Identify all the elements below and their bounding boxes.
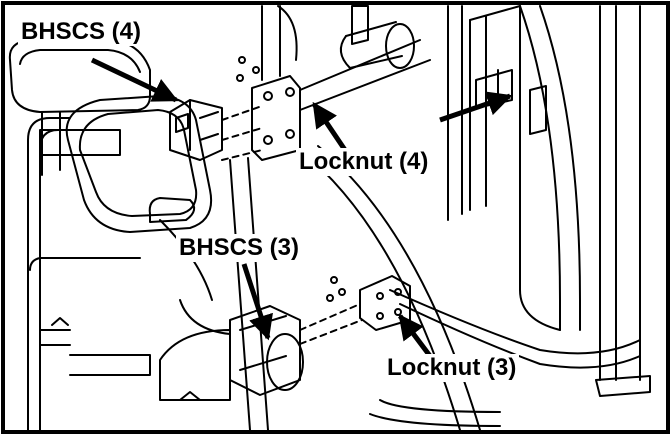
callout-bhscs-bottom: BHSCS (3): [176, 234, 303, 262]
roller-pad: [339, 21, 415, 69]
arrow-locknut-top: [311, 101, 348, 152]
front-leg: [389, 289, 641, 369]
weight-tower: [447, 5, 651, 397]
callout-locknut-top: Locknut (4): [296, 148, 432, 176]
main-frame: [229, 5, 481, 431]
arrow-locknut-bottom: [398, 314, 432, 358]
top-hardware: [221, 56, 263, 161]
arrow-bhscs-bottom: [241, 263, 273, 341]
seat-pad: [65, 95, 212, 233]
arrow-cable: [439, 91, 513, 123]
seat-bracket: [169, 99, 223, 161]
lower-plate: [299, 275, 411, 345]
left-base-frame: [27, 117, 201, 431]
mounting-plate-top: [251, 75, 301, 161]
arrow-bhscs-top: [90, 57, 179, 103]
callout-bhscs-top: BHSCS (4): [18, 18, 145, 46]
callout-locknut-bottom: Locknut (3): [384, 354, 520, 382]
